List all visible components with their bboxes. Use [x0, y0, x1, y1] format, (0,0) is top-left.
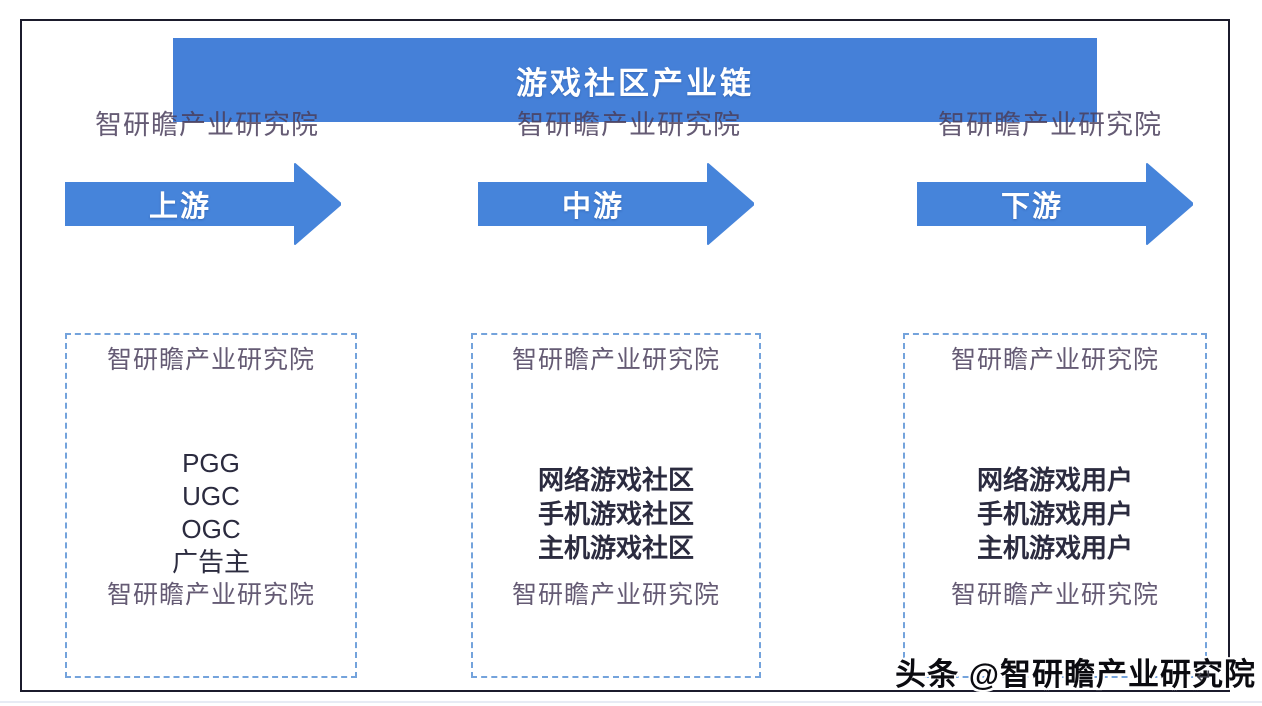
watermark: 智研瞻产业研究院 [511, 346, 720, 374]
arrow-label-upstream: 上游 [148, 191, 211, 223]
midstream-box: 智研瞻产业研究院 网络游戏社区 手机游戏社区 主机游戏社区 智研瞻产业研究院 [471, 333, 761, 678]
chain-item: 主机游戏用户 [976, 533, 1133, 563]
chain-item: 手机游戏用户 [976, 499, 1133, 529]
watermark: 智研瞻产业研究院 [950, 346, 1159, 374]
downstream-arrow: 下游 [917, 162, 1193, 246]
midstream-arrow: 中游 [478, 162, 754, 246]
watermark: 智研瞻产业研究院 [950, 581, 1159, 609]
watermark: 智研瞻产业研究院 [938, 110, 1162, 140]
title-banner: 游戏社区产业链 [173, 38, 1097, 122]
watermark: 智研瞻产业研究院 [95, 110, 319, 140]
watermark: 智研瞻产业研究院 [106, 346, 315, 374]
right-arrow-icon [917, 163, 1193, 245]
arrow-label-downstream: 下游 [1000, 191, 1063, 223]
arrow-label-midstream: 中游 [561, 191, 624, 223]
upstream-arrow: 上游 [65, 162, 341, 246]
upstream-box: 智研瞻产业研究院 PGG UGC OGC 广告主 智研瞻产业研究院 [65, 333, 357, 678]
chain-item: OGC [181, 514, 241, 544]
footer-watermark: 头条 @智研瞻产业研究院 [895, 657, 1256, 692]
downstream-items: 网络游戏用户 手机游戏用户 主机游戏用户 [905, 463, 1205, 565]
chain-item: 广告主 [171, 547, 250, 577]
chain-item: 网络游戏社区 [537, 465, 694, 495]
watermark: 智研瞻产业研究院 [511, 581, 720, 609]
watermark: 智研瞻产业研究院 [106, 581, 315, 609]
chain-item: 网络游戏用户 [976, 465, 1133, 495]
return-icon: ↵ [1196, 666, 1213, 688]
midstream-items: 网络游戏社区 手机游戏社区 主机游戏社区 [473, 463, 759, 565]
chain-item: UGC [182, 481, 240, 511]
diagram-title: 游戏社区产业链 [516, 65, 754, 101]
chain-item: 主机游戏社区 [537, 533, 694, 563]
right-arrow-icon [478, 163, 754, 245]
watermark: 智研瞻产业研究院 [517, 110, 741, 140]
right-arrow-icon [65, 163, 341, 245]
page-divider-line [0, 701, 1262, 703]
chain-item: 手机游戏社区 [537, 499, 694, 529]
downstream-box: 智研瞻产业研究院 网络游戏用户 手机游戏用户 主机游戏用户 智研瞻产业研究院 [903, 333, 1207, 678]
upstream-items: PGG UGC OGC 广告主 [67, 447, 355, 579]
diagram-frame [20, 19, 1230, 692]
chain-item: PGG [182, 448, 240, 478]
